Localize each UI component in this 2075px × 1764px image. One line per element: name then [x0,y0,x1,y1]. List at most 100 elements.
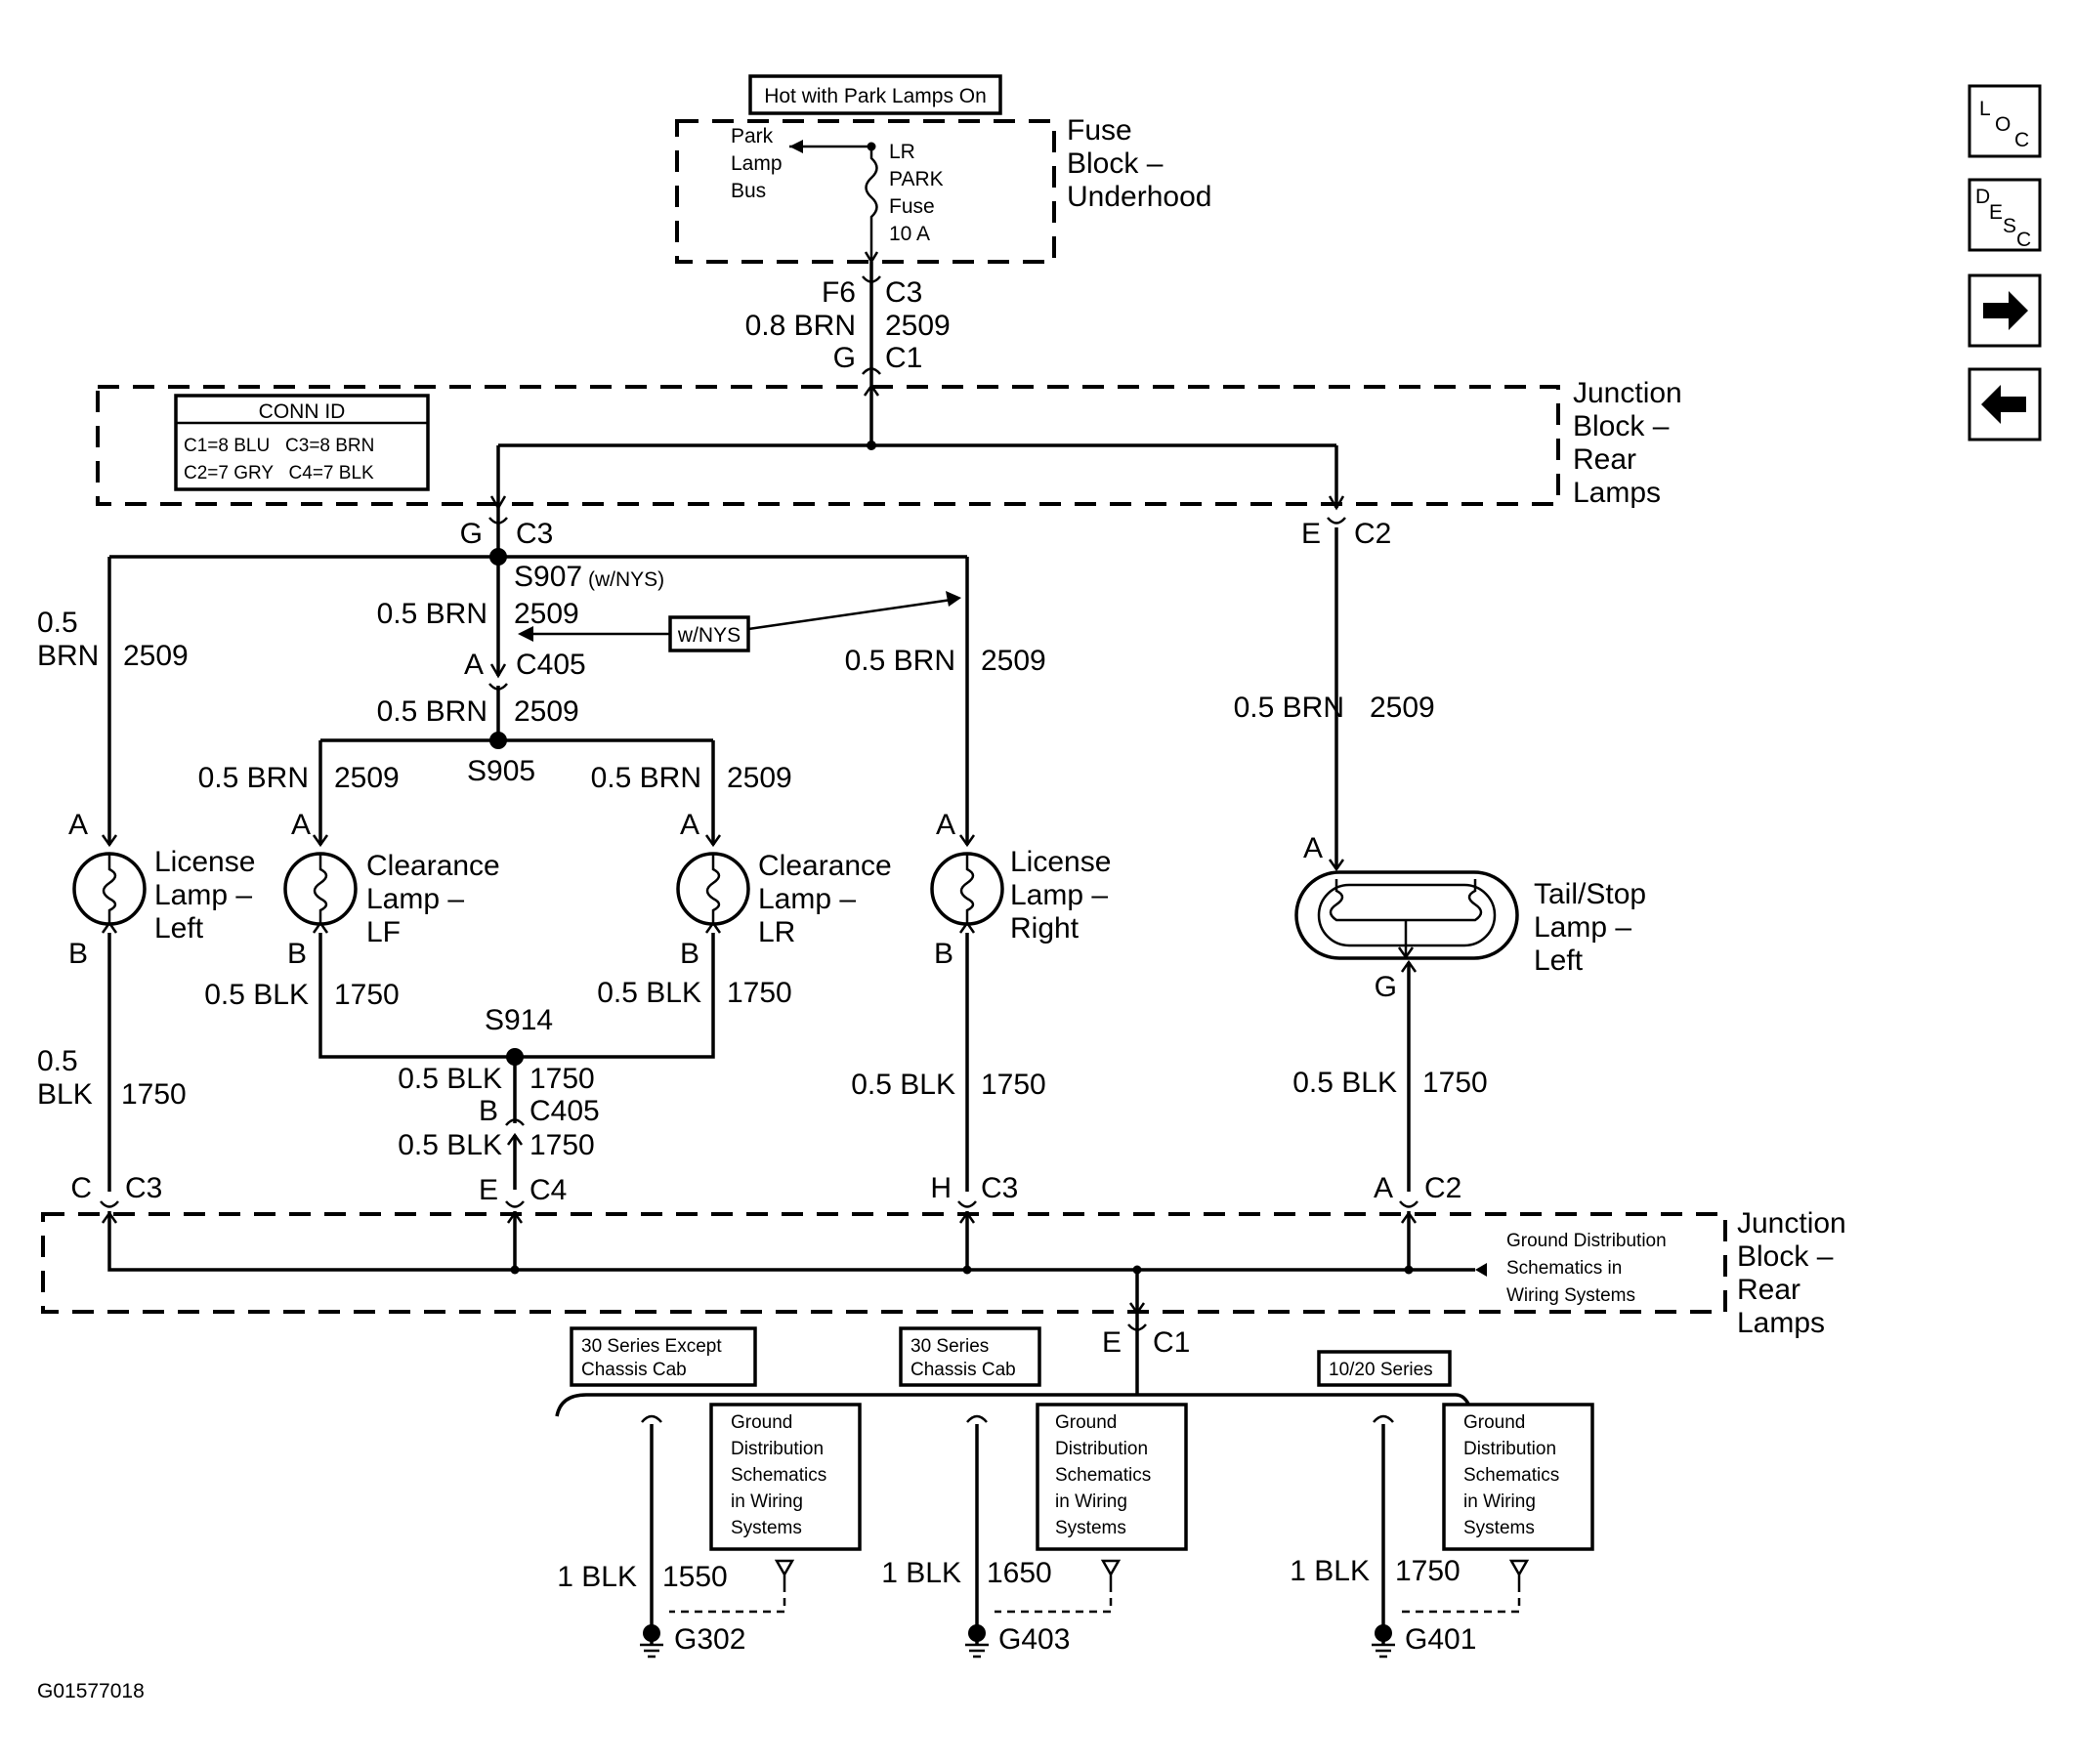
fuse-label-3: Fuse [889,195,935,218]
ground-g401: Ground Distribution Schematics in Wiring… [1290,1403,1594,1659]
fuse-label-1: LR [889,141,915,163]
g403-ground-dot [968,1624,986,1642]
tail-lamp-common-arrow [1397,946,1415,960]
feed-term-1: F6 [822,276,856,309]
feed-connector-top [862,275,881,283]
feed-wire: F6 C3 0.8 BRN 2509 G C1 [745,262,951,386]
clearance-lf-pin-a-arrow [312,834,329,848]
junction-top-title-3: Rear [1573,443,1636,476]
right-exit-term: E [1301,518,1321,550]
s907-wire-size: 0.5 BRN [377,598,487,630]
loc-button[interactable]: L O C [1968,84,2042,158]
series-2-line-2: Chassis Cab [910,1360,1016,1380]
series-1-line-1: 30 Series Except [581,1336,722,1357]
fuse-label-4: 10 A [889,223,930,245]
feed-conn-2: C1 [885,342,922,374]
splice-s907-note: (w/NYS) [588,568,664,591]
tail-feed-circuit: 2509 [1370,692,1435,724]
tail-lamp-outer [1294,870,1519,960]
ground-exit-arrow [1128,1302,1146,1316]
feed-wire-size: 0.8 BRN [745,310,856,342]
blk-ground-wires: S914 0.5 BLK 1750 0.5 BLK 1750 0.5 BLK 1… [37,933,1488,1192]
splice-s905-name: S905 [467,755,535,787]
fuse-block-title-1: Fuse [1067,114,1132,147]
splice-s907-name: S907 [514,561,582,593]
g403-circuit: 1650 [987,1557,1052,1589]
clearance-lf-feed-size: 0.5 BRN [198,762,309,794]
license-right-name-1: License [1010,846,1111,878]
series-box-3 [1317,1350,1452,1387]
tail-pin-a-arrow [1328,859,1345,872]
c2-a-conn: C2 [1424,1172,1461,1204]
ground-exit-term: E [1102,1326,1122,1359]
ground-ref-arrow [1475,1263,1487,1277]
junction-top-bus [496,386,1338,508]
clearance-lf-pin-b: B [287,938,307,970]
left-exit-conn: C3 [516,518,553,550]
g401-connector [1373,1414,1394,1423]
s905-feed-circuit: 2509 [514,695,579,728]
desc-button[interactable]: D E S C [1968,178,2042,252]
tail-pin-a: A [1303,832,1323,864]
branch-labels: 0.5 BRN 2509 0.5 BRN 2509 0.5 BRN 2509 0… [37,607,1435,794]
c3-h-conn: C3 [981,1172,1018,1204]
clearance-lf-feed-circuit: 2509 [334,762,400,794]
clearance-lr-name-3: LR [758,916,795,948]
junction-top-title-4: Lamps [1573,477,1661,509]
g401-ref-5: Systems [1463,1518,1535,1538]
g302-connector [641,1414,662,1423]
g403-name: G403 [998,1623,1070,1656]
clearance-lr-feed-size: 0.5 BRN [591,762,701,794]
g403-ref-2: Distribution [1055,1439,1148,1459]
loc-button-frame[interactable] [1968,84,2042,158]
ground-g403: Ground Distribution Schematics in Wiring… [881,1403,1188,1659]
bus-node-4 [1404,1265,1414,1275]
c3-c-bus-arrow [101,1210,118,1224]
fuse-block-title-2: Block – [1067,147,1164,180]
ground-ref-1: Ground Distribution [1506,1231,1667,1251]
clearance-lr-feed-circuit: 2509 [727,762,792,794]
c405-top-conn: C405 [516,649,586,681]
desc-letter-s: S [2003,215,2016,237]
clearance-lamp-lr: A B Clearance Lamp – LR [676,809,892,970]
clearance-lr-name-1: Clearance [758,850,892,882]
c405-bottom-connector [505,1118,525,1126]
right-exit-conn: C2 [1354,518,1391,550]
c3-h-bus-arrow [958,1210,976,1224]
license-right-name-2: Lamp – [1010,879,1108,911]
clearance-lf-filament [313,854,328,924]
c405-top-arrow [489,663,507,679]
g403-ref-marker [1100,1559,1122,1584]
splice-s907-dot [489,548,507,566]
left-exit-term: G [460,518,483,550]
prev-button[interactable] [1968,367,2042,441]
tail-gnd-size: 0.5 BLK [1292,1067,1397,1099]
conn-id-title: CONN ID [259,400,346,423]
clearance-lf-pin-a: A [291,809,311,841]
g401-ref-link [1401,1584,1521,1614]
c3-c-connector [100,1200,119,1208]
license-right-pin-a: A [936,809,955,841]
arrow-left-icon [1981,385,2026,424]
fuse-symbol [865,147,878,262]
c4-e-connector [505,1200,525,1208]
s905-branch-wire [318,738,715,845]
desc-button-frame[interactable] [1968,178,2042,252]
c2-a-term: A [1374,1172,1393,1204]
next-button[interactable] [1968,273,2042,348]
junction-top-entry-arrow [863,383,880,397]
tail-gnd-circuit: 1750 [1422,1067,1488,1099]
park-lamp-bus-2: Lamp [731,152,783,175]
lamps: A B License Lamp – Left A B Clearance La… [68,809,1646,1003]
ground-option-bus [555,1393,1472,1417]
c405-bottom-conn: C405 [529,1095,600,1127]
g401-ref-3: Schematics [1463,1465,1559,1486]
loc-letter-o: O [1995,113,2011,136]
g302-ref-4: in Wiring [731,1491,803,1512]
feed-term-2: G [833,342,856,374]
junction-bottom-title-1: Junction [1737,1207,1846,1239]
junction-bottom-title-3: Rear [1737,1274,1800,1306]
license-left-circuit: 2509 [123,640,189,672]
feed-conn-1: C3 [885,276,922,309]
